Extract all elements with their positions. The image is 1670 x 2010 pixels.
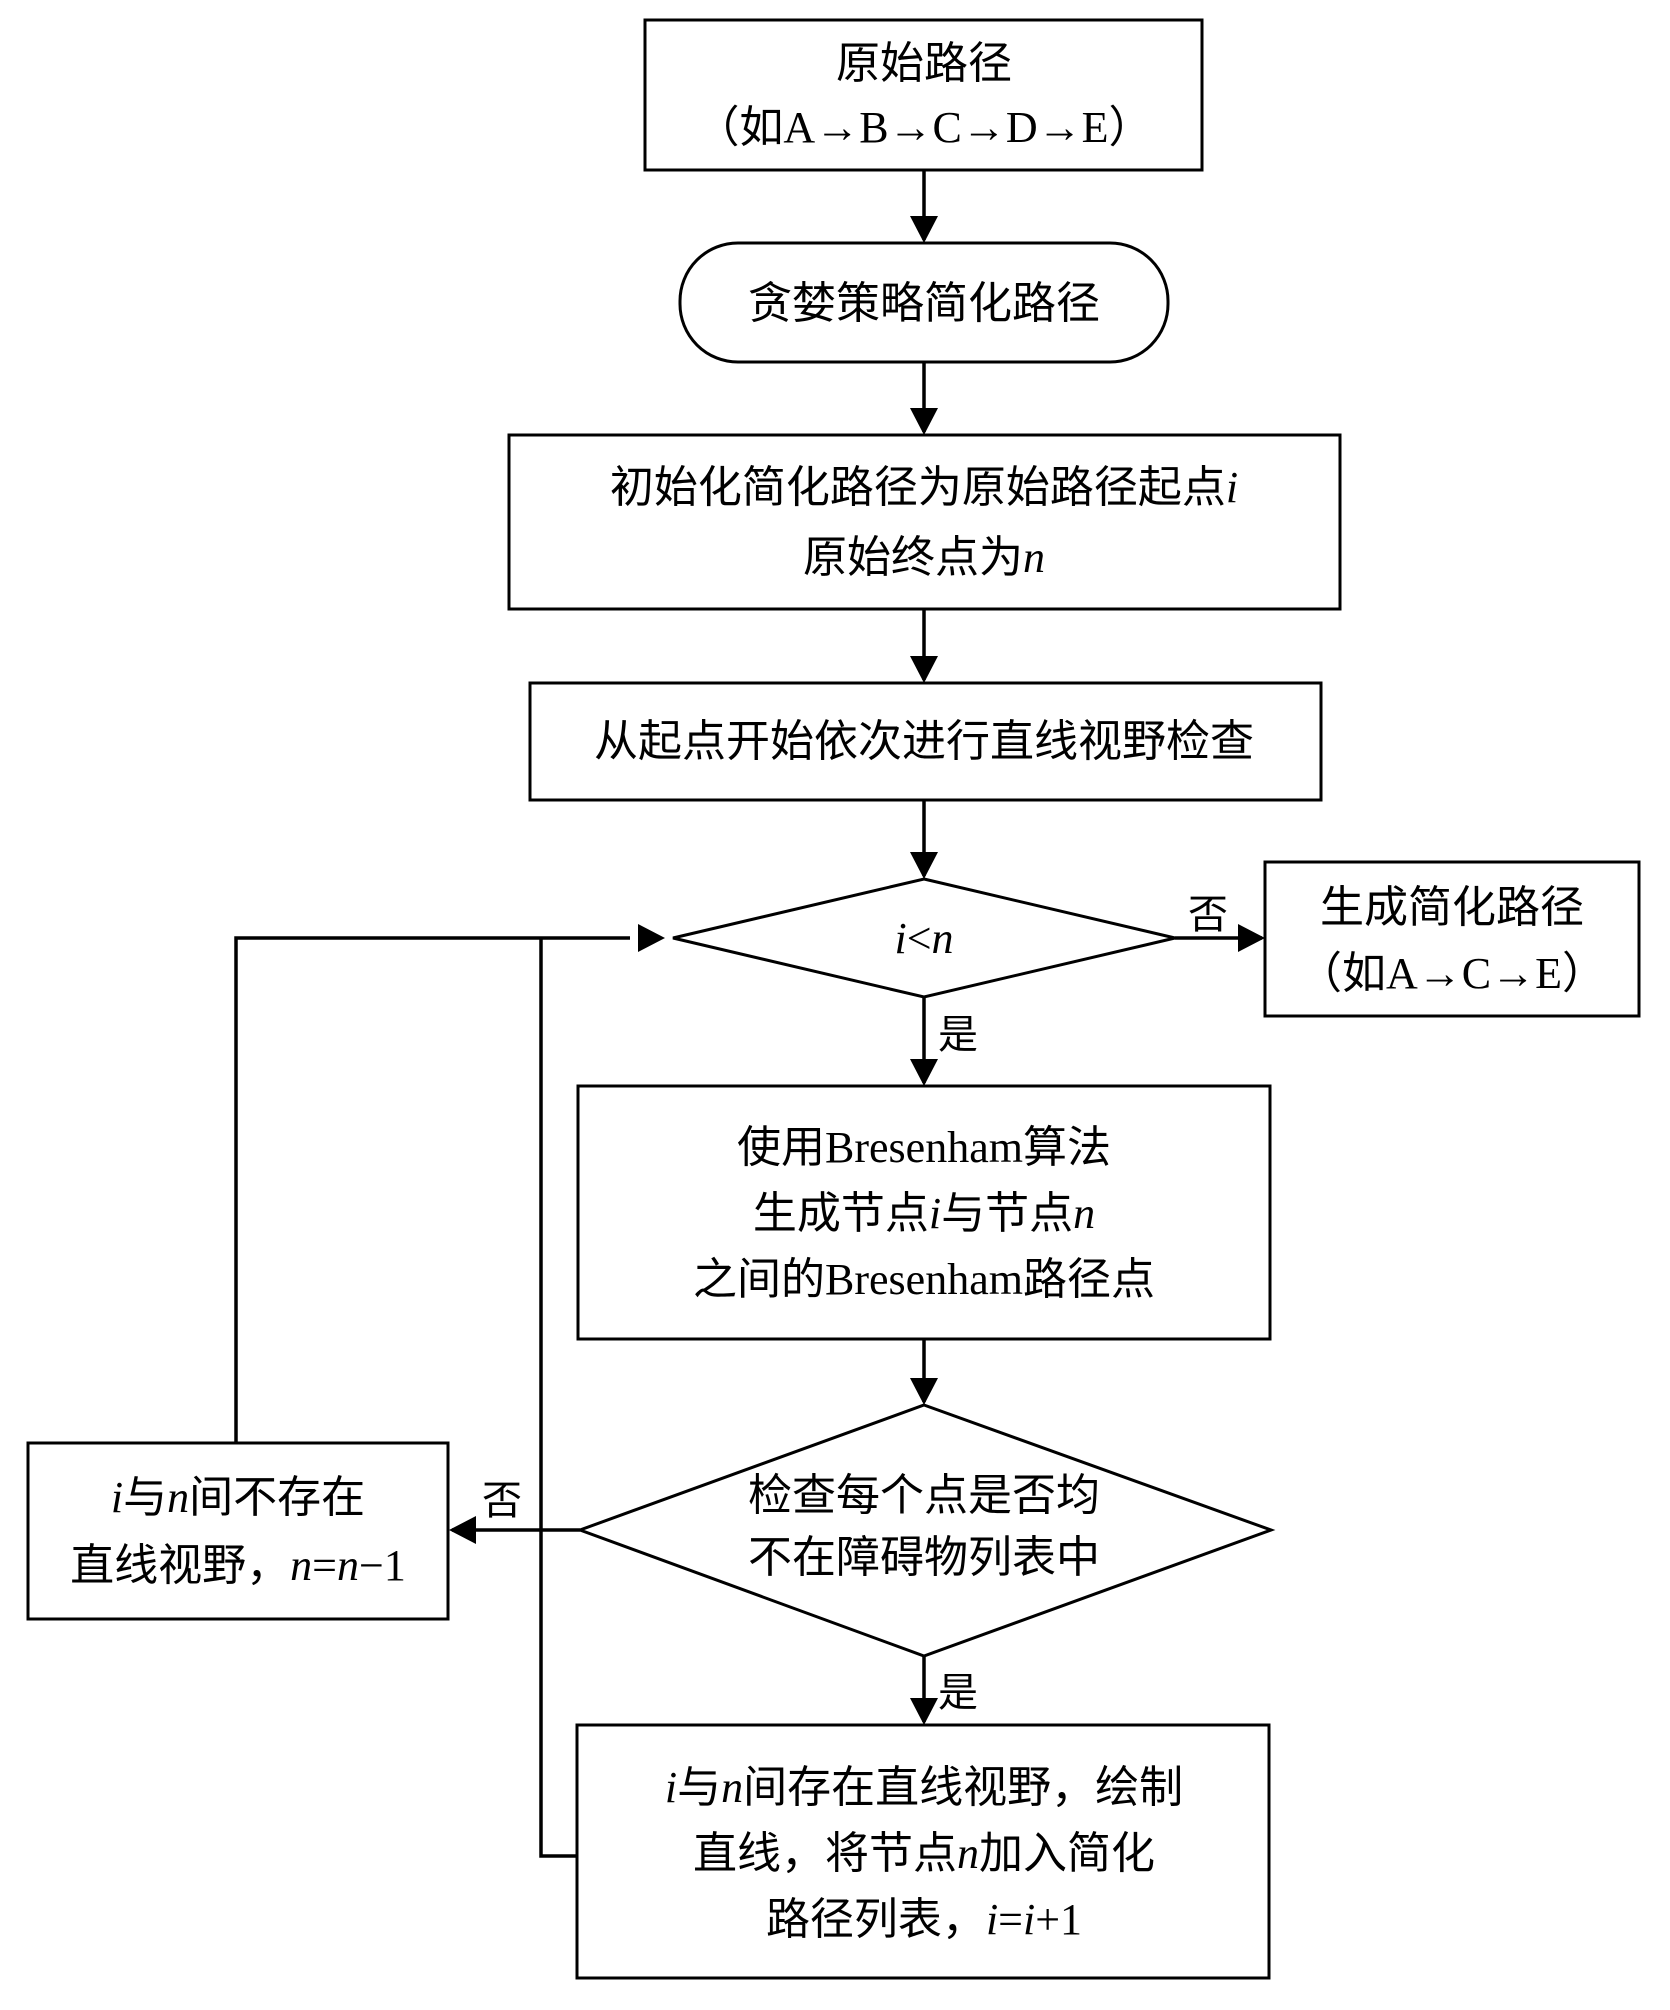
arrowhead	[449, 1516, 476, 1544]
node-check-points: 检查每个点是否均 不在障碍物列表中	[575, 1403, 1276, 1658]
init-line2: 原始终点为n	[803, 533, 1045, 582]
node-condition-i-lt-n: i<n	[672, 877, 1176, 999]
condition-label: i<n	[894, 914, 953, 963]
generate-line1: 生成简化路径	[1320, 883, 1584, 932]
arrowhead	[910, 1698, 938, 1725]
has-view-line3: 路径列表，i=i+1	[766, 1895, 1082, 1944]
node-has-line-of-sight: i与n间存在直线视野，绘制 直线，将节点n加入简化 路径列表，i=i+1	[575, 1723, 1271, 1980]
node-greedy-simplify: 贪婪策略简化路径	[678, 241, 1170, 364]
node-original-path: 原始路径 （如A→B→C→D→E）	[643, 18, 1204, 172]
greedy-label: 贪婪策略简化路径	[748, 279, 1100, 328]
edge-label-check-yes: 是	[938, 1670, 978, 1715]
loop-hasview-to-condition	[539, 938, 577, 1858]
original-path-line1: 原始路径	[836, 39, 1012, 88]
edge-label-check-no: 否	[482, 1478, 522, 1523]
arrowhead	[638, 924, 665, 952]
node-generate-simplified: 生成简化路径 （如A→C→E）	[1263, 860, 1641, 1018]
arrowhead	[910, 408, 938, 435]
has-view-line2: 直线，将节点n加入简化	[693, 1829, 1155, 1878]
node-bresenham: 使用Bresenham算法 生成节点i与节点n 之间的Bresenham路径点	[576, 1084, 1272, 1341]
arrowhead	[910, 1378, 938, 1405]
check-points-line2: 不在障碍物列表中	[748, 1533, 1100, 1582]
loop-noview-to-condition	[234, 936, 630, 1443]
generate-line2: （如A→C→E）	[1298, 949, 1606, 998]
arrowhead	[910, 656, 938, 683]
connectors	[234, 170, 1265, 1858]
node-check-start: 从起点开始依次进行直线视野检查	[528, 681, 1323, 802]
check-points-line1: 检查每个点是否均	[748, 1471, 1100, 1520]
no-view-line1: i与n间不存在	[111, 1473, 365, 1522]
check-start-label: 从起点开始依次进行直线视野检查	[594, 717, 1254, 766]
has-view-line1: i与n间存在直线视野，绘制	[665, 1763, 1183, 1812]
no-view-line2: 直线视野，n=n−1	[70, 1541, 406, 1590]
edge-label-condition-no: 否	[1188, 892, 1228, 937]
node-init: 初始化简化路径为原始路径起点i 原始终点为n	[507, 433, 1342, 611]
bresenham-line1: 使用Bresenham算法	[737, 1123, 1111, 1172]
arrowhead	[1238, 924, 1265, 952]
node-no-line-of-sight: i与n间不存在 直线视野，n=n−1	[26, 1441, 450, 1621]
arrowhead	[910, 216, 938, 243]
original-path-line2: （如A→B→C→D→E）	[695, 103, 1152, 152]
arrowhead	[910, 852, 938, 879]
bresenham-line3: 之间的Bresenham路径点	[693, 1255, 1155, 1304]
bresenham-line2: 生成节点i与节点n	[753, 1189, 1095, 1238]
edge-label-condition-yes: 是	[938, 1012, 978, 1057]
init-line1: 初始化简化路径为原始路径起点i	[610, 463, 1238, 512]
arrowhead	[910, 1059, 938, 1086]
